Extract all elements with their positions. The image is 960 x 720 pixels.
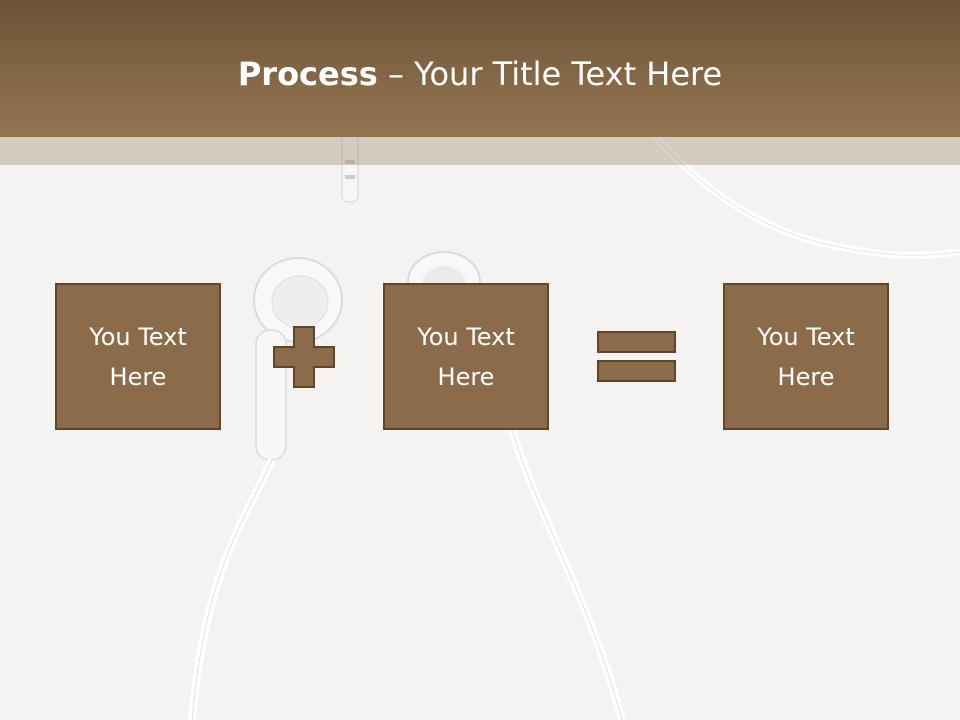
title-rest-part: – Your Title Text Here — [377, 55, 723, 93]
equals-icon — [597, 331, 676, 382]
process-box-2-text: You Text Here — [417, 322, 515, 391]
process-box-1[interactable]: You Text Here — [55, 283, 221, 430]
title-band — [0, 137, 960, 165]
plus-icon — [273, 326, 335, 388]
title-bar — [0, 0, 960, 137]
slide-title[interactable]: Process – Your Title Text Here — [0, 52, 960, 96]
process-box-2[interactable]: You Text Here — [383, 283, 549, 430]
process-box-3-text: You Text Here — [757, 322, 855, 391]
title-bold-part: Process — [237, 55, 378, 93]
process-box-1-text: You Text Here — [89, 322, 187, 391]
process-box-3[interactable]: You Text Here — [723, 283, 889, 430]
